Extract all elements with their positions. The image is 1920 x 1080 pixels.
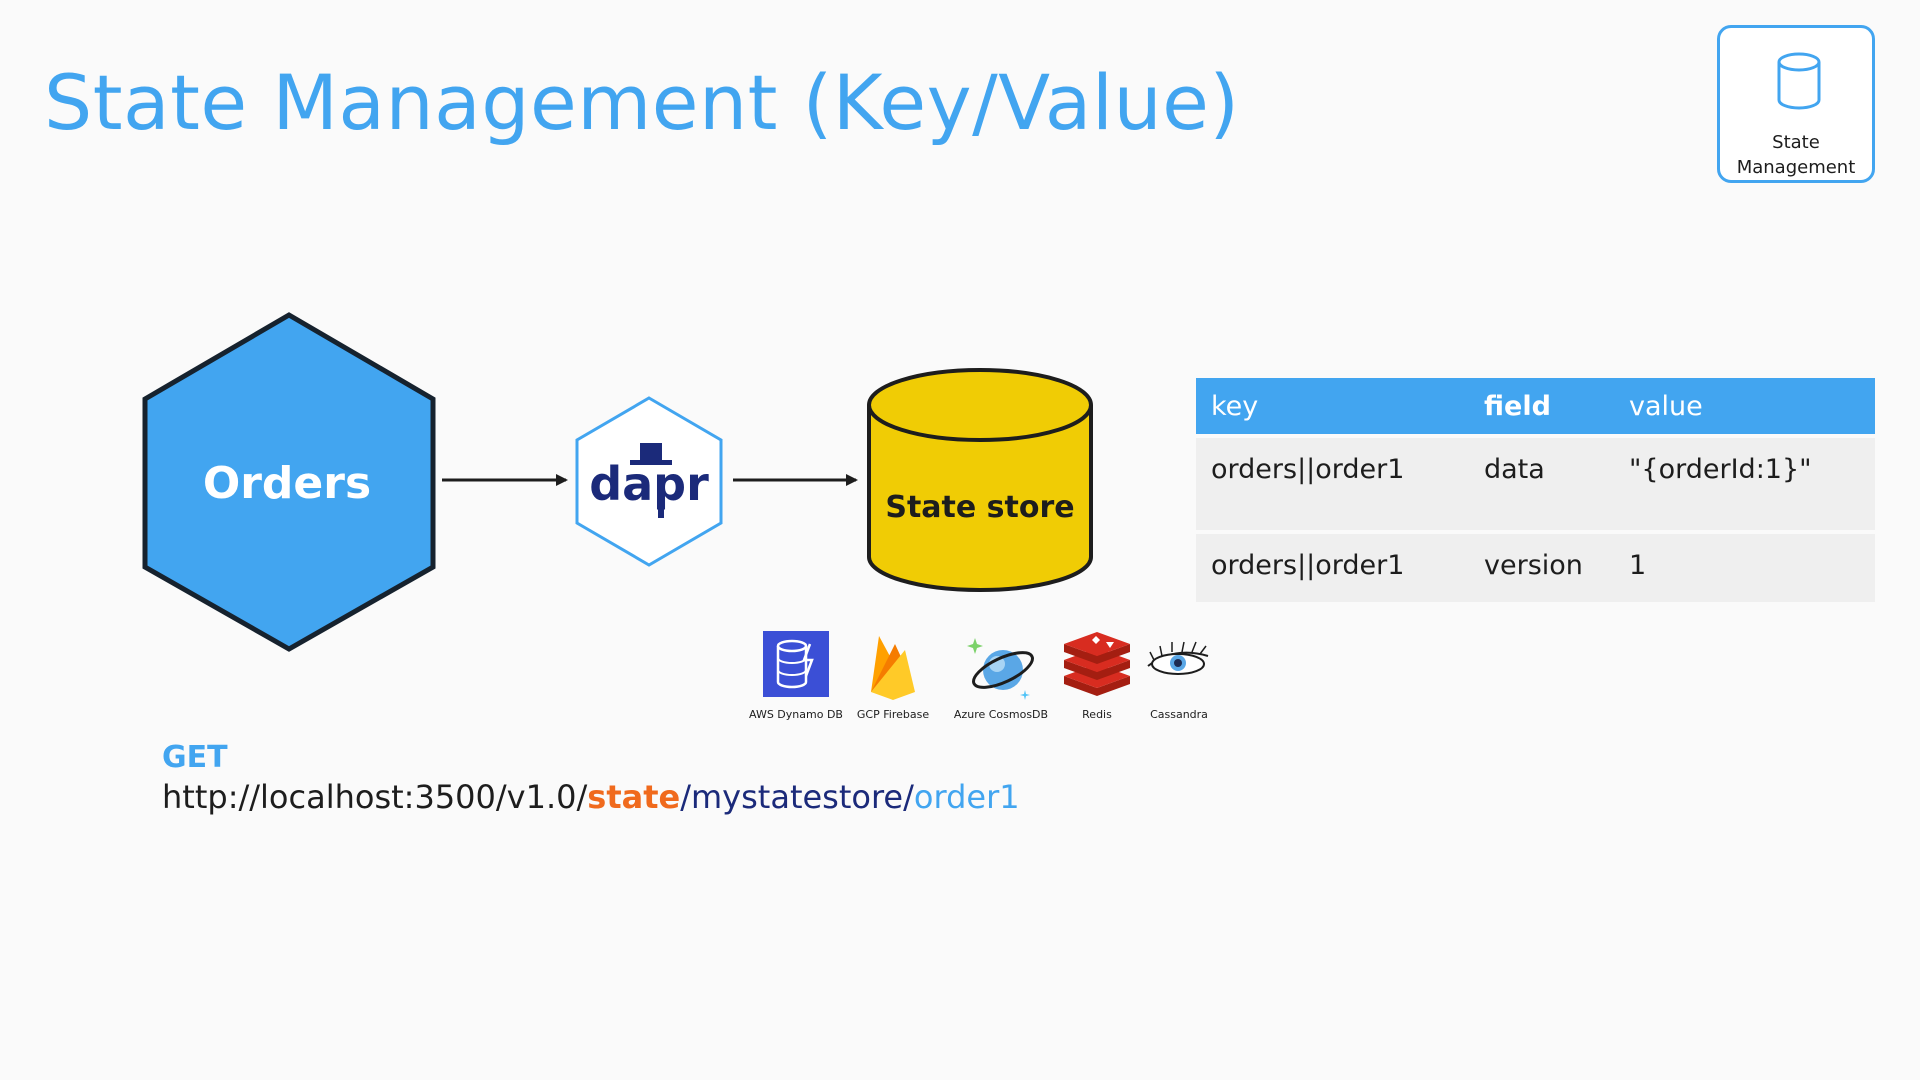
provider-label: GCP Firebase bbox=[856, 708, 930, 721]
header-field: field bbox=[1469, 378, 1614, 434]
dapr-hexagon bbox=[575, 396, 723, 567]
orders-label: Orders bbox=[203, 458, 371, 509]
provider-redis: Redis bbox=[1062, 630, 1132, 721]
provider-label: Cassandra bbox=[1150, 708, 1208, 721]
cell-value: "{orderId:1}" bbox=[1614, 438, 1875, 530]
cassandra-icon bbox=[1147, 641, 1209, 675]
provider-label: AWS Dynamo DB bbox=[749, 708, 843, 721]
firebase-icon bbox=[871, 636, 915, 700]
url-state-segment: state bbox=[587, 778, 681, 816]
provider-label: Redis bbox=[1082, 708, 1112, 721]
page-title: State Management (Key/Value) bbox=[44, 58, 1240, 147]
url-store-segment: /mystatestore/ bbox=[680, 778, 914, 816]
provider-dynamodb: AWS Dynamo DB bbox=[749, 630, 843, 721]
dynamodb-icon bbox=[763, 631, 829, 697]
cell-field: version bbox=[1469, 534, 1614, 602]
badge-label: State Management bbox=[1736, 132, 1856, 178]
provider-firebase: GCP Firebase bbox=[857, 630, 929, 721]
dapr-hat-icon bbox=[630, 443, 672, 518]
cell-key: orders||order1 bbox=[1196, 534, 1469, 602]
url-prefix: http://localhost:3500/v1.0/ bbox=[162, 778, 588, 816]
dapr-logo-text: dapr bbox=[589, 457, 709, 511]
database-icon bbox=[1777, 52, 1821, 110]
dapr-sidecar: dapr bbox=[575, 396, 723, 567]
cell-key: orders||order1 bbox=[1196, 438, 1469, 530]
cell-value: 1 bbox=[1614, 534, 1875, 602]
state-store-providers: AWS Dynamo DB GCP Firebase Azure CosmosD… bbox=[740, 630, 1220, 730]
cylinder-top bbox=[867, 368, 1093, 442]
url-key-segment: order1 bbox=[913, 778, 1020, 816]
state-management-badge: State Management bbox=[1717, 25, 1875, 183]
table-header-row: key field value bbox=[1196, 378, 1875, 434]
orders-service: Orders bbox=[142, 312, 436, 652]
provider-cassandra: Cassandra bbox=[1144, 630, 1214, 721]
header-value: value bbox=[1614, 378, 1875, 434]
header-key: key bbox=[1196, 378, 1469, 434]
cosmosdb-icon bbox=[967, 638, 1034, 700]
cylinder-body bbox=[867, 405, 1093, 592]
provider-label: Azure CosmosDB bbox=[953, 708, 1049, 721]
api-request: GET http://localhost:3500/v1.0/state/mys… bbox=[162, 740, 1020, 816]
http-method: GET bbox=[162, 740, 228, 775]
request-url: http://localhost:3500/v1.0/state/mystate… bbox=[162, 778, 1020, 816]
key-value-table: key field value orders||order1 data "{or… bbox=[1196, 374, 1875, 606]
redis-icon bbox=[1064, 632, 1130, 696]
table-row: orders||order1 version 1 bbox=[1196, 534, 1875, 602]
state-store-label: State store bbox=[885, 490, 1074, 525]
orders-hexagon bbox=[142, 312, 436, 652]
provider-cosmosdb: Azure CosmosDB bbox=[954, 630, 1048, 721]
state-store: State store bbox=[867, 368, 1093, 592]
table-row: orders||order1 data "{orderId:1}" bbox=[1196, 438, 1875, 530]
cell-field: data bbox=[1469, 438, 1614, 530]
